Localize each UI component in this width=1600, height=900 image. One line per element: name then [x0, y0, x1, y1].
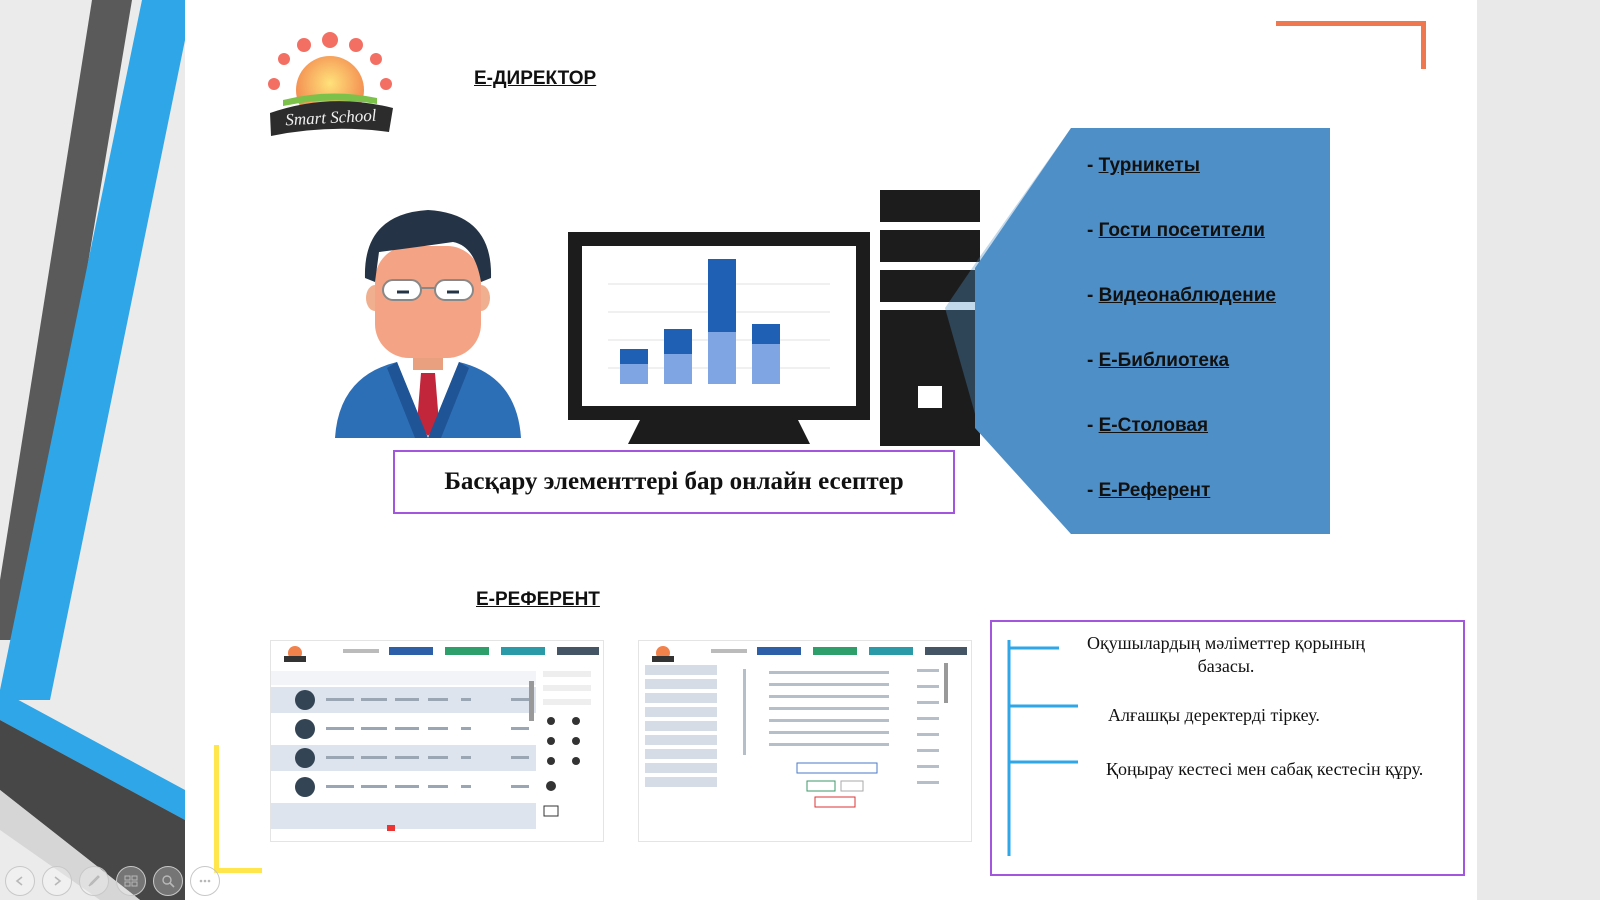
smart-school-logo: Smart School — [268, 32, 393, 136]
feature-item: Қоңырау кестесі мен сабақ кестесін құру. — [1106, 759, 1424, 779]
decorative-stripes — [0, 0, 190, 900]
referent-heading: Е-РЕФЕРЕНТ — [476, 589, 600, 610]
referent-screenshot-students — [270, 640, 604, 842]
module-item-turnstiles[interactable]: - Турникеты — [1087, 155, 1200, 176]
module-link[interactable]: Е-Библиотека — [1098, 350, 1230, 371]
modules-panel — [945, 128, 1330, 534]
referent-features-box — [990, 620, 1465, 876]
zoom-button[interactable] — [153, 866, 183, 896]
chart-bars — [620, 259, 780, 384]
feature-item: Алғашқы деректерді тіркеу. — [1108, 705, 1320, 725]
logo-text: Smart School — [285, 106, 377, 130]
orange-corner-decoration — [1276, 21, 1426, 69]
prev-slide-button[interactable] — [5, 866, 35, 896]
module-link[interactable]: Е-Столовая — [1098, 415, 1209, 436]
module-link[interactable]: Е-Референт — [1098, 480, 1211, 501]
yellow-corner-decoration — [214, 745, 262, 873]
chart-bar-bottom — [708, 332, 736, 384]
chart-bar-top — [752, 324, 780, 344]
monitor-illustration — [568, 232, 870, 444]
feature-item: Оқушылардың мәліметтер қорының базасы. — [1087, 633, 1365, 676]
referent-screenshot-schedule — [638, 640, 972, 842]
director-heading: Е-ДИРЕКТОР — [474, 68, 597, 89]
module-link[interactable]: Турникеты — [1098, 155, 1200, 176]
chart-bar-bottom — [620, 364, 648, 384]
chart-bar-top — [708, 259, 736, 332]
next-slide-button[interactable] — [42, 866, 72, 896]
module-link[interactable]: Гости посетители — [1098, 220, 1265, 241]
module-item-referent[interactable]: - Е-Референт — [1087, 480, 1211, 501]
see-all-slides-button[interactable] — [116, 866, 146, 896]
chart-bar-bottom — [752, 344, 780, 384]
director-avatar-illustration — [335, 210, 521, 438]
director-caption: Басқару элементтері бар онлайн есептер — [444, 468, 904, 495]
features-bracket — [1007, 640, 1078, 856]
module-item-guests[interactable]: - Гости посетители — [1087, 220, 1265, 241]
module-link[interactable]: Видеонаблюдение — [1098, 285, 1276, 306]
chart-bar-top — [664, 329, 692, 354]
module-item-library[interactable]: - Е-Библиотека — [1087, 350, 1230, 371]
chart-bar-top — [620, 349, 648, 364]
module-item-video[interactable]: - Видеонаблюдение — [1087, 285, 1276, 306]
module-item-canteen[interactable]: - Е-Столовая — [1087, 415, 1209, 436]
more-options-button[interactable] — [190, 866, 220, 896]
director-caption-box: Басқару элементтері бар онлайн есептер — [393, 450, 955, 514]
computer-tower-illustration — [880, 190, 980, 446]
pen-tool-button[interactable] — [79, 866, 109, 896]
chart-bar-bottom — [664, 354, 692, 384]
